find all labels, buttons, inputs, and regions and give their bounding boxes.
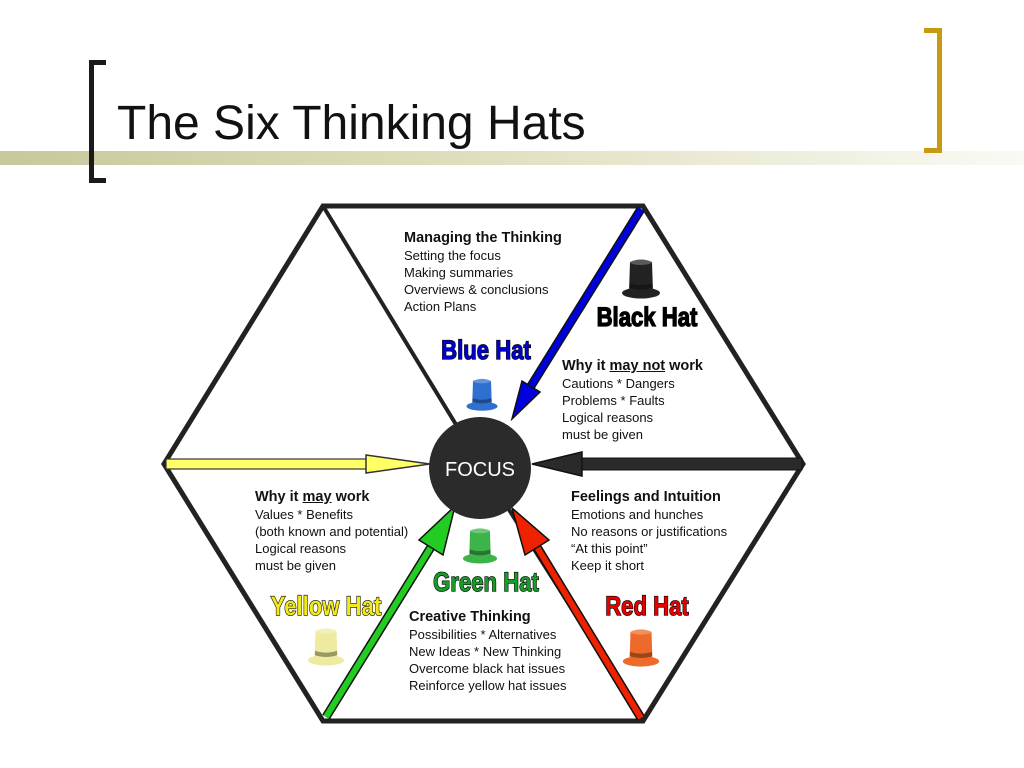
blue-hat-line: Action Plans — [404, 299, 477, 314]
green-hat-line: Overcome black hat issues — [409, 661, 566, 676]
title-bracket-right — [924, 28, 942, 153]
yellow-arrow — [165, 454, 431, 474]
red-hat-line: Keep it short — [571, 558, 644, 573]
red-hat-section: Feelings and Intuition Emotions and hunc… — [571, 488, 727, 574]
black-hat-heading: Why it may not work — [562, 358, 703, 374]
title-bracket-left — [89, 60, 106, 183]
black-hat-heading-emphasis: may not — [609, 358, 666, 374]
yellow-top-hat-icon — [307, 627, 345, 666]
yellow-hat-heading: Why it may work — [255, 489, 370, 505]
yellow-hat-line: Logical reasons — [255, 541, 347, 556]
yellow-hat-heading-emphasis: may — [302, 489, 332, 505]
red-hat-line: “At this point” — [571, 541, 648, 556]
red-arrow — [510, 505, 645, 721]
red-hat-line: Emotions and hunches — [571, 507, 704, 522]
green-hat-heading: Creative Thinking — [409, 609, 531, 625]
blue-hat-line: Setting the focus — [404, 248, 501, 263]
green-hat-line: New Ideas * New Thinking — [409, 644, 562, 659]
yellow-hat-label: Yellow Hat — [271, 592, 382, 622]
blue-arrow — [510, 206, 645, 422]
black-hat-line: Problems * Faults — [562, 393, 665, 408]
red-top-hat-icon — [622, 628, 660, 667]
green-hat-line: Possibilities * Alternatives — [409, 627, 557, 642]
blue-top-hat-icon — [466, 378, 498, 411]
red-hat-heading: Feelings and Intuition — [571, 489, 721, 505]
black-hat-line: must be given — [562, 427, 643, 442]
green-hat-section: Creative Thinking Possibilities * Altern… — [409, 608, 567, 694]
green-hat-line: Reinforce yellow hat issues — [409, 678, 567, 693]
spoke-top-left — [321, 204, 482, 466]
blue-hat-section: Managing the Thinking Setting the focus … — [404, 229, 562, 315]
black-hat-section: Why it may not work Cautions * Dangers P… — [562, 357, 703, 443]
yellow-hat-line: (both known and potential) — [255, 524, 409, 539]
yellow-hat-line: Values * Benefits — [255, 507, 354, 522]
red-hat-line: No reasons or justifications — [571, 524, 728, 539]
blue-hat-label: Blue Hat — [441, 336, 531, 366]
yellow-hat-section: Why it may work Values * Benefits (both … — [255, 488, 408, 574]
title-band — [0, 151, 1024, 165]
green-hat-label: Green Hat — [433, 568, 539, 598]
focus-circle — [429, 417, 531, 519]
green-top-hat-icon — [462, 527, 498, 564]
black-top-hat-icon — [622, 259, 660, 299]
black-arrow — [531, 451, 803, 477]
yellow-hat-line: must be given — [255, 558, 336, 573]
black-hat-line: Cautions * Dangers — [562, 376, 675, 391]
red-hat-label: Red Hat — [605, 592, 689, 622]
green-arrow — [322, 503, 457, 720]
focus-label: FOCUS — [445, 459, 515, 481]
blue-hat-line: Making summaries — [404, 265, 514, 280]
black-hat-line: Logical reasons — [562, 410, 654, 425]
blue-hat-line: Overviews & conclusions — [404, 282, 549, 297]
slide-title: The Six Thinking Hats — [117, 97, 586, 150]
black-hat-label: Black Hat — [597, 303, 698, 333]
blue-hat-heading: Managing the Thinking — [404, 230, 562, 246]
